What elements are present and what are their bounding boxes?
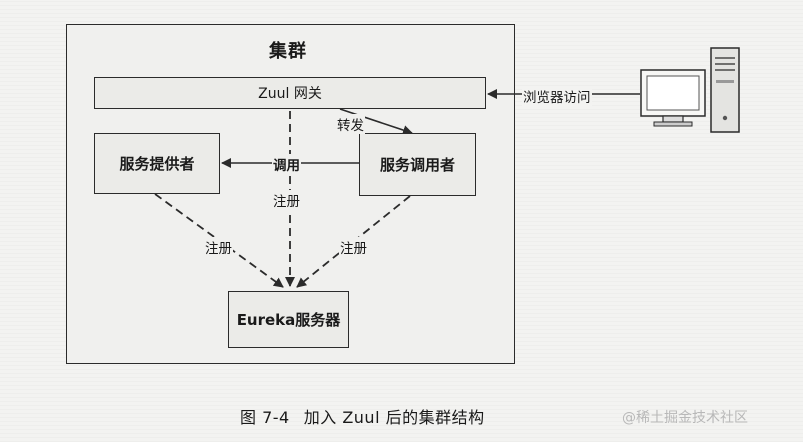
edge-label-invoke: 调用	[272, 154, 301, 174]
service-consumer-node: 服务调用者	[359, 133, 476, 196]
cluster-title: 集群	[269, 41, 307, 62]
service-provider-node: 服务提供者	[94, 133, 220, 194]
computer-icon	[640, 47, 740, 133]
edge-label-register-provider: 注册	[204, 237, 233, 257]
edge-label-browser-access: 浏览器访问	[522, 86, 592, 106]
edge-label-register-gateway: 注册	[272, 190, 301, 210]
watermark: @稀土掘金技术社区	[622, 410, 748, 426]
zuul-gateway-node: Zuul 网关	[94, 77, 486, 109]
eureka-server-node: Eureka服务器	[228, 291, 349, 348]
edge-label-forward: 转发	[336, 114, 365, 134]
figure-caption: 图 7-4 加入 Zuul 后的集群结构	[240, 404, 485, 428]
figure-caption-text: 加入 Zuul 后的集群结构	[303, 408, 485, 427]
edge-label-register-consumer: 注册	[339, 237, 368, 257]
edge-forward	[339, 108, 413, 135]
figure-number: 图 7-4	[240, 408, 290, 427]
